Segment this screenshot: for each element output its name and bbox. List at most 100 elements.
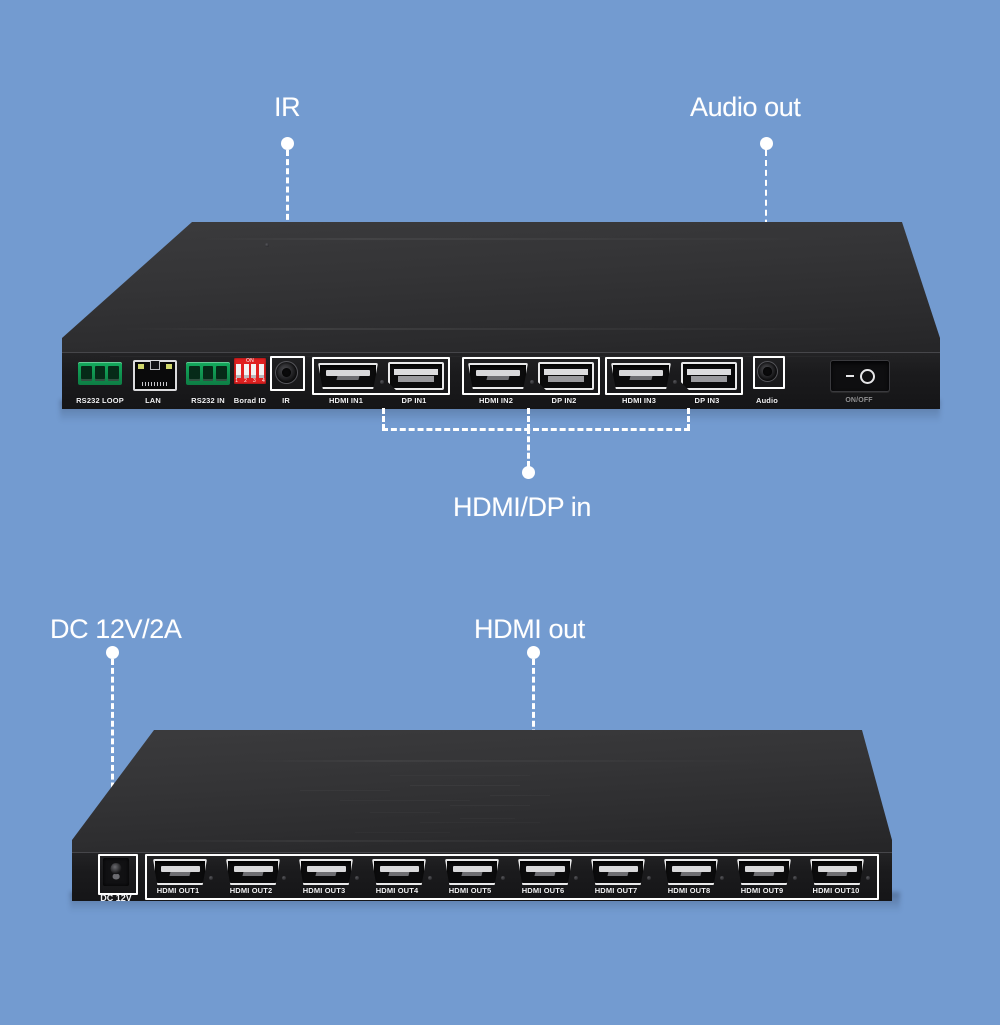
rear-top-highlight-2 — [120, 328, 880, 330]
port-ir-jack[interactable] — [275, 361, 298, 384]
port-hdmi-out6[interactable] — [518, 859, 572, 885]
hdmi-out3-contact — [306, 865, 346, 872]
lid-texture-7 — [490, 795, 550, 796]
callout-dot-dc-power — [106, 646, 119, 659]
dip-switch-levers[interactable] — [236, 364, 264, 378]
hdmi-out10-contact — [817, 865, 857, 872]
rear-device-top-shell — [62, 222, 940, 360]
port-hdmi-in3[interactable] — [611, 363, 671, 389]
hdmi-out3-tongue — [315, 872, 337, 876]
hdmi-out2-contact — [233, 865, 273, 872]
port-label-hdmi-out1: HDMI OUT1 — [156, 886, 200, 895]
port-label-board-id: Borad ID — [233, 396, 267, 405]
screw-hdmi-out2 — [282, 876, 286, 880]
lid-texture-6 — [420, 822, 540, 823]
rj45-led-right — [165, 364, 172, 370]
bracket-stem-right — [687, 408, 690, 430]
screw-hdmi-out8 — [720, 876, 724, 880]
port-dp-in1[interactable] — [388, 362, 444, 390]
port-hdmi-out7[interactable] — [591, 859, 645, 885]
port-label-hdmi-in1: HDMI IN1 — [328, 396, 364, 405]
hdmi-out4-tongue — [388, 872, 410, 876]
port-label-ir: IR — [282, 396, 290, 405]
port-label-hdmi-in3: HDMI IN3 — [621, 396, 657, 405]
bracket-horizontal — [382, 428, 690, 431]
port-hdmi-out5[interactable] — [445, 859, 499, 885]
power-switch-on-mark — [845, 375, 854, 377]
callout-dot-ir — [281, 137, 294, 150]
port-hdmi-in2[interactable] — [468, 363, 528, 389]
port-label-dp-in3: DP IN3 — [694, 396, 720, 405]
port-dp-in2[interactable] — [538, 362, 594, 390]
port-hdmi-in1[interactable] — [318, 363, 378, 389]
power-switch-off-mark — [859, 368, 875, 384]
port-rs232-loop[interactable] — [78, 362, 122, 385]
port-hdmi-out10[interactable] — [810, 859, 864, 885]
port-label-hdmi-in2: HDMI IN2 — [478, 396, 514, 405]
hdmi-out1-contact — [160, 865, 200, 872]
port-label-hdmi-out3: HDMI OUT3 — [302, 886, 346, 895]
port-label-hdmi-out9: HDMI OUT9 — [740, 886, 784, 895]
port-label-hdmi-out2: HDMI OUT2 — [229, 886, 273, 895]
port-hdmi-out8[interactable] — [664, 859, 718, 885]
hdmi-out2-tongue — [242, 872, 264, 876]
rj45-pins — [142, 382, 168, 386]
port-label-rs232-in: RS232 IN — [191, 396, 225, 405]
callout-dot-hdmi-dp-in — [522, 466, 535, 479]
dp-in1-pins — [398, 376, 434, 382]
power-switch-on-off[interactable] — [830, 360, 890, 392]
lid-texture-1 — [300, 790, 390, 791]
port-hdmi-out3[interactable] — [299, 859, 353, 885]
port-hdmi-out2[interactable] — [226, 859, 280, 885]
hdmi-out1-tongue — [169, 872, 191, 876]
hdmi-in2-tongue — [486, 376, 510, 380]
screw-hdmi-out6 — [574, 876, 578, 880]
hdmi-out8-tongue — [680, 872, 702, 876]
screw-hdmi-out7 — [647, 876, 651, 880]
callout-label-ir: IR — [274, 92, 301, 122]
port-lan[interactable] — [133, 360, 177, 391]
hdmi-in1-tongue — [336, 376, 360, 380]
port-label-hdmi-out7: HDMI OUT7 — [594, 886, 638, 895]
hdmi-out9-contact — [744, 865, 784, 872]
port-label-hdmi-out10: HDMI OUT10 — [812, 886, 860, 895]
lid-texture-9 — [460, 818, 515, 819]
dip-on-label: ON — [245, 358, 255, 364]
screw-hdmi-out4 — [428, 876, 432, 880]
dp-in3-contact — [687, 368, 731, 375]
port-hdmi-out1[interactable] — [153, 859, 207, 885]
port-hdmi-out4[interactable] — [372, 859, 426, 885]
port-label-hdmi-out8: HDMI OUT8 — [667, 886, 711, 895]
dp-in1-contact — [394, 368, 438, 375]
port-dp-in3[interactable] — [681, 362, 737, 390]
port-label-rs232-loop: RS232 LOOP — [76, 396, 124, 405]
callout-label-audio-out: Audio out — [690, 92, 801, 122]
port-dc-12v[interactable] — [103, 858, 129, 886]
screw-hdmi-in1 — [380, 380, 384, 384]
port-label-on-off: ON/OFF — [845, 397, 873, 404]
bracket-stem-center-lower — [527, 428, 530, 467]
port-hdmi-out9[interactable] — [737, 859, 791, 885]
port-audio-jack[interactable] — [757, 361, 778, 382]
port-board-id-dip-switch[interactable]: ON 1 2 3 4 — [234, 358, 266, 384]
callout-label-hdmi-out: HDMI out — [474, 614, 585, 644]
dip-num-3: 3 — [253, 378, 256, 384]
rj45-led-left — [138, 364, 145, 370]
rear-top-screw — [265, 243, 269, 247]
screw-hdmi-out3 — [355, 876, 359, 880]
hdmi-out6-tongue — [534, 872, 556, 876]
callout-label-dc-power: DC 12V/2A — [50, 614, 182, 644]
port-label-lan: LAN — [145, 396, 161, 405]
port-label-hdmi-out4: HDMI OUT4 — [375, 886, 419, 895]
port-rs232-in[interactable] — [186, 362, 230, 385]
hdmi-out4-contact — [379, 865, 419, 872]
dip-num-1: 1 — [235, 378, 239, 384]
rear-top-highlight-1 — [199, 238, 841, 240]
lid-texture-5 — [450, 805, 530, 806]
front-device-top-shell — [72, 730, 892, 858]
dp-in3-pins — [691, 376, 727, 382]
callout-line-dc-power — [111, 659, 114, 859]
front-top-highlight-1 — [250, 760, 780, 762]
dip-num-4: 4 — [261, 378, 265, 384]
